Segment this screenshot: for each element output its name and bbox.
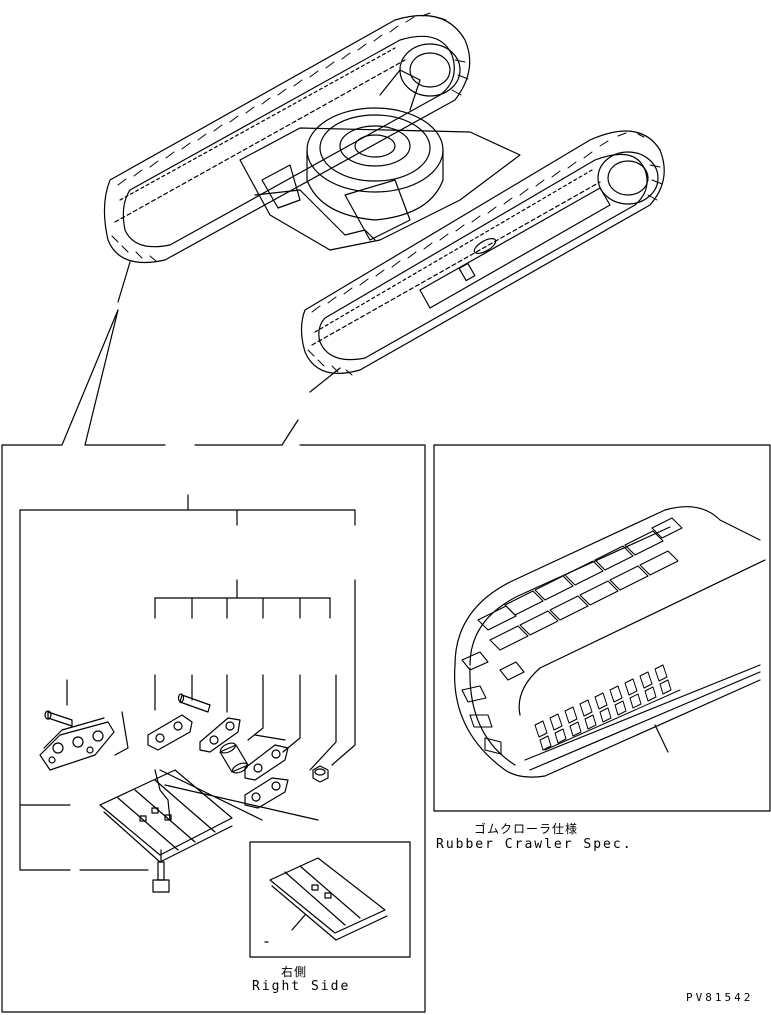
- master-link-part: [244, 777, 289, 809]
- link-plate-part: [147, 714, 193, 751]
- right-track: [300, 130, 665, 376]
- master-pin-part: [44, 710, 73, 727]
- track-pin-part: [177, 693, 211, 713]
- shoe-bolt-part: [152, 849, 170, 893]
- link-right-part: [244, 734, 289, 781]
- track-shoe-part: [99, 769, 319, 863]
- crawler-cores: [534, 664, 681, 751]
- rubber-crawler-label-jp: ゴムクローラ仕様: [474, 822, 579, 836]
- nut-part: [312, 765, 329, 783]
- rubber-crawler-part: [453, 506, 766, 778]
- link-assembly-part: [39, 717, 115, 771]
- rubber-crawler-label-en: Rubber Crawler Spec.: [436, 837, 633, 852]
- center-frame: [239, 69, 521, 251]
- right-side-label-jp: 右側: [281, 965, 308, 979]
- right-side-shoe-part: [264, 857, 388, 943]
- rubber-crawler-panel: [433, 444, 771, 812]
- drawing-number: PV81542: [686, 991, 754, 1004]
- assembly-tree: [19, 494, 356, 871]
- right-side-label-en: Right Side: [252, 979, 351, 994]
- right-side-inset: [249, 841, 411, 958]
- undercarriage-assembly: [61, 12, 665, 446]
- track-link-panel: [1, 444, 426, 1013]
- track-leader-lines: [61, 261, 341, 446]
- link-part: [199, 717, 241, 753]
